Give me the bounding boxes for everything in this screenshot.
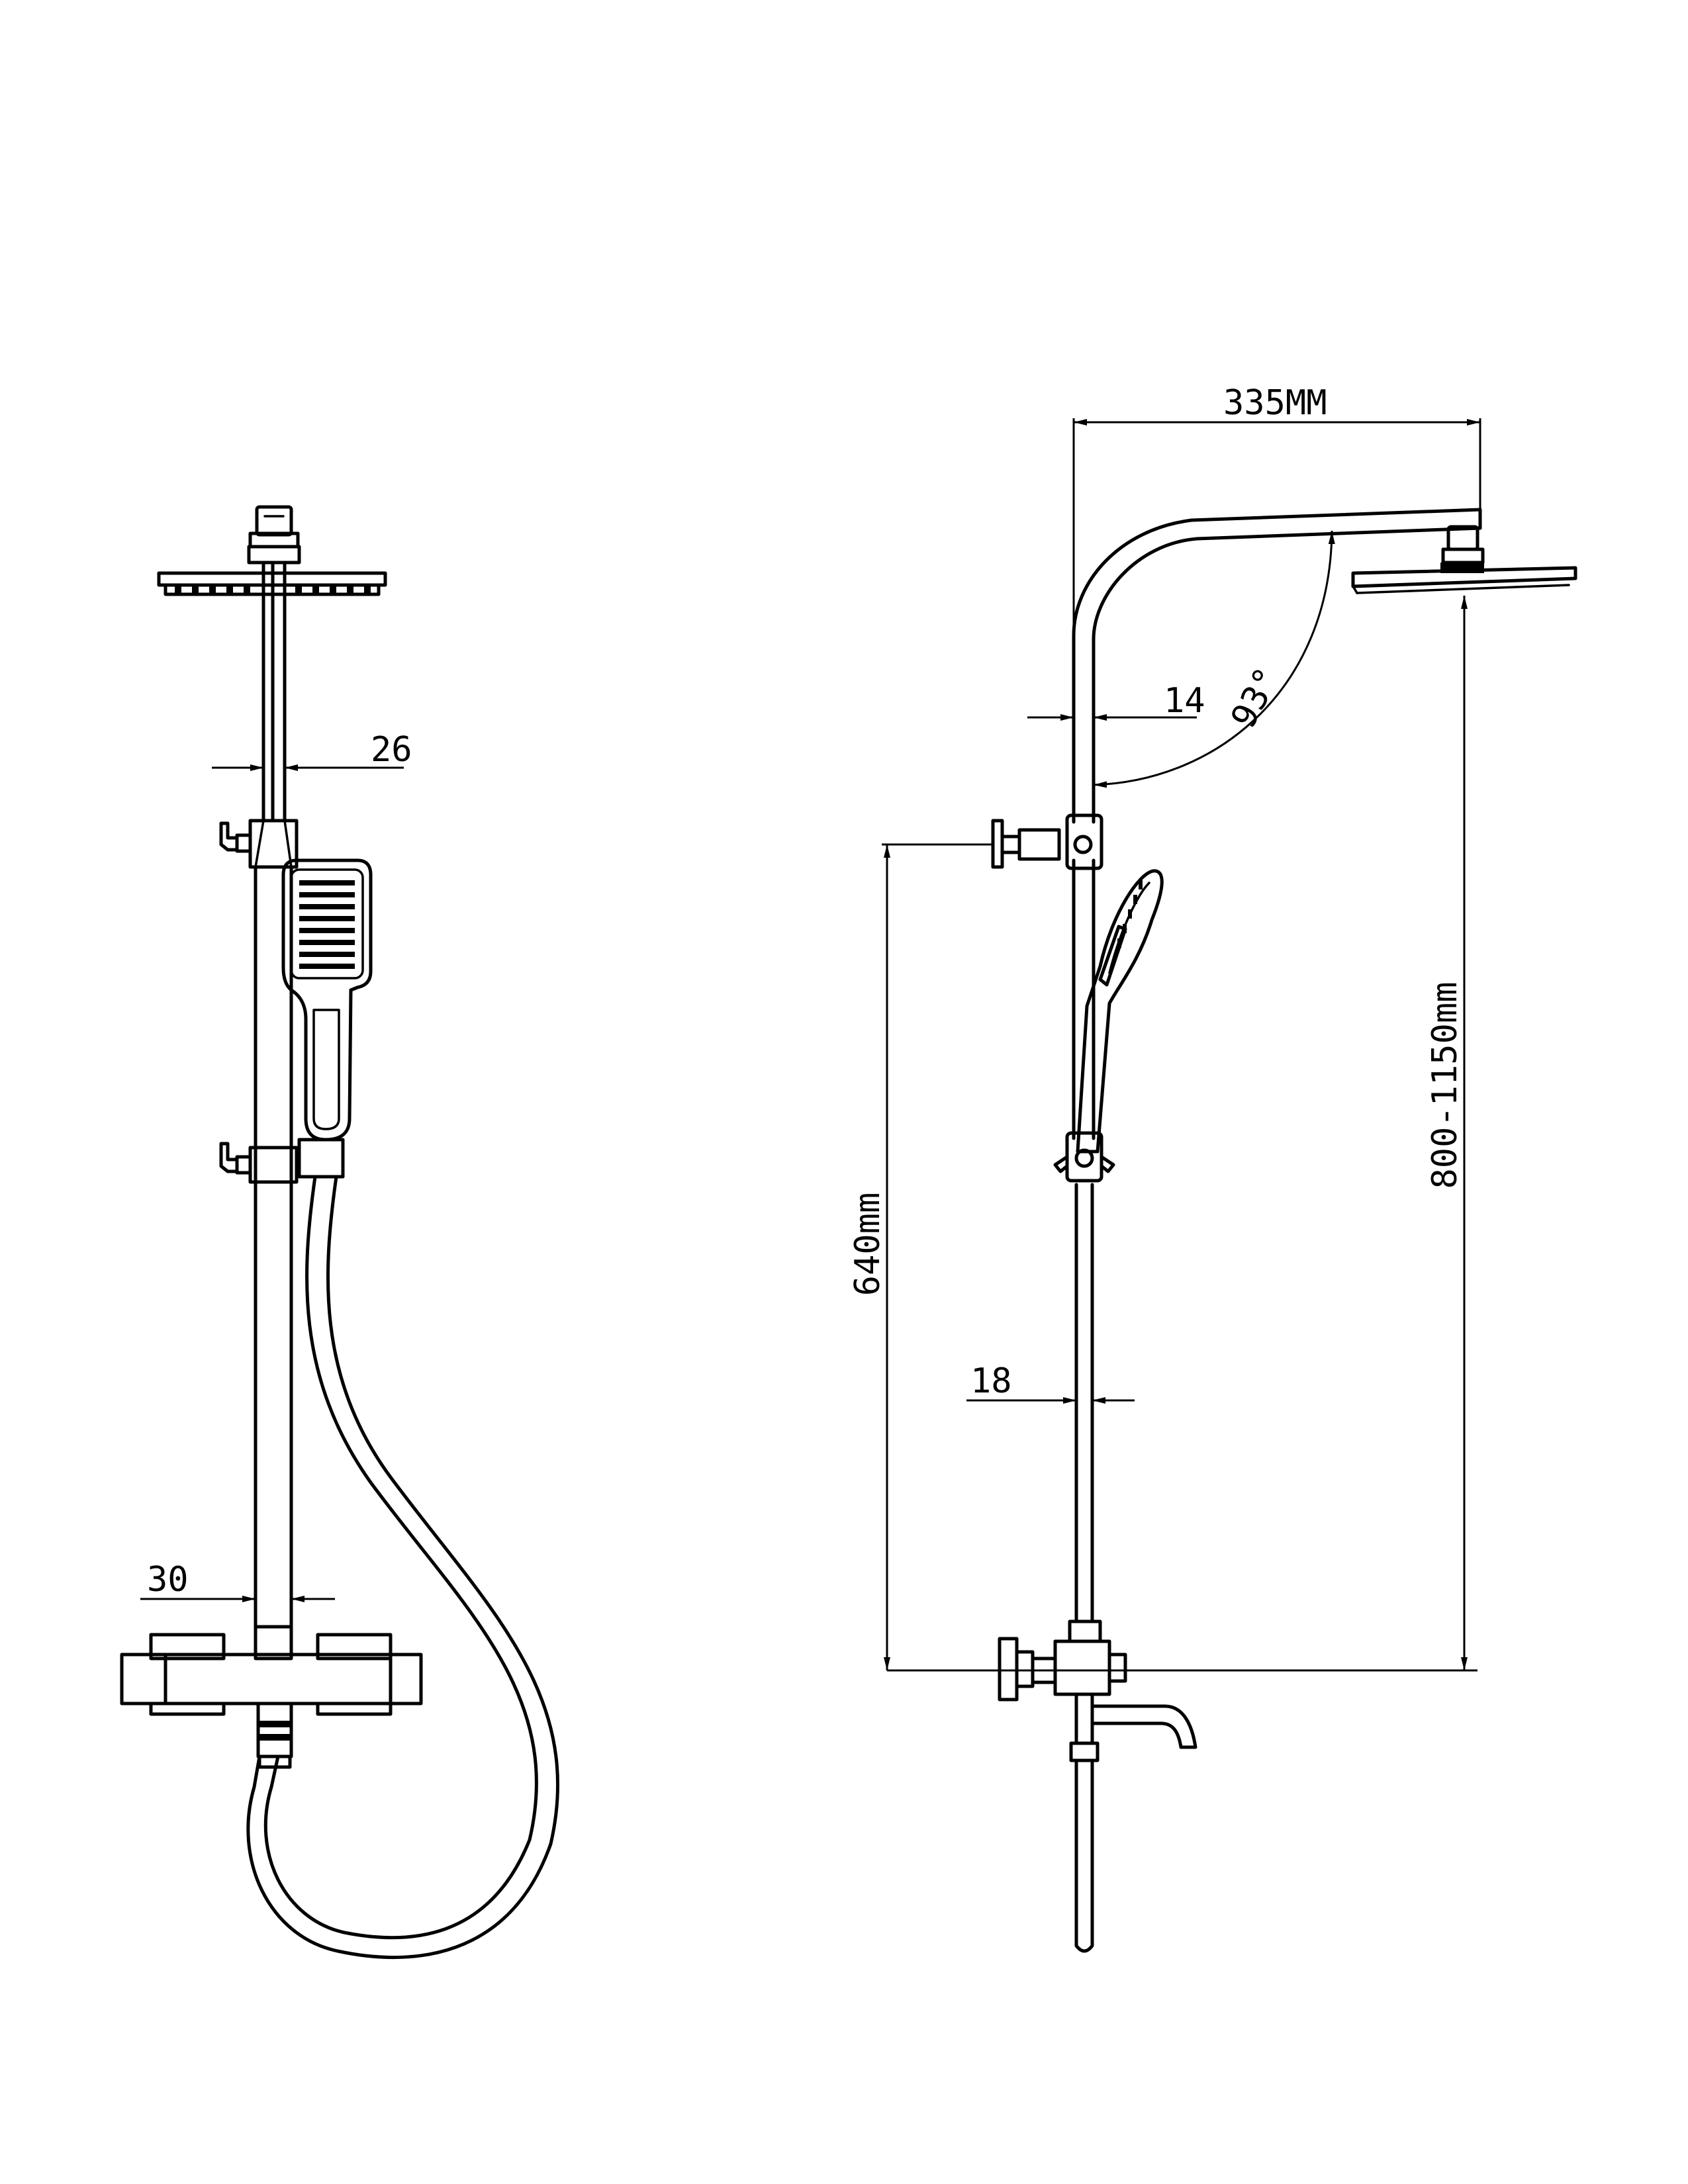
front-upper-bracket bbox=[219, 819, 299, 869]
side-rain-shower-head bbox=[1351, 525, 1577, 594]
side-dim-arm-reach: 335MM bbox=[1072, 383, 1481, 635]
dim-label-335mm: 335MM bbox=[1223, 383, 1327, 423]
dim-label-640mm: 640mm bbox=[848, 1193, 888, 1297]
dim-label-14: 14 bbox=[1164, 681, 1205, 721]
dim-label-18: 18 bbox=[970, 1361, 1012, 1401]
side-wall-bracket bbox=[991, 813, 1103, 870]
dim-label-26: 26 bbox=[371, 730, 412, 770]
front-lower-bracket bbox=[219, 1138, 345, 1184]
front-view: 26 30 bbox=[120, 505, 559, 1960]
side-lower-bracket bbox=[1053, 1131, 1115, 1183]
side-dim-lower-pipe: 18 bbox=[966, 1361, 1135, 1404]
hand-shower-nozzles bbox=[299, 880, 355, 969]
side-view: 335MM 14 93° 18 640mm bbox=[848, 383, 1577, 1953]
side-dim-800-1150mm: 800-1150mm bbox=[887, 596, 1477, 1672]
front-dim-upper-pipe: 26 bbox=[212, 730, 412, 771]
front-hand-shower bbox=[281, 858, 373, 1142]
front-rain-shower-head bbox=[157, 505, 387, 596]
shower-head-nozzles bbox=[175, 586, 371, 594]
dim-label-30: 30 bbox=[147, 1560, 189, 1600]
side-dim-arm-pipe: 14 bbox=[1027, 681, 1205, 721]
dim-label-800-1150mm: 800-1150mm bbox=[1425, 981, 1465, 1189]
dim-label-93-degrees: 93° bbox=[1224, 661, 1288, 735]
side-mixer-body bbox=[998, 1619, 1197, 1953]
front-riser-pipe bbox=[254, 561, 293, 1629]
front-dim-lower-pipe: 30 bbox=[140, 1560, 335, 1602]
side-dim-640mm: 640mm bbox=[848, 843, 993, 1670]
front-mixer-body bbox=[120, 1625, 423, 1769]
side-hand-shower bbox=[1076, 869, 1164, 1154]
front-shower-hose bbox=[246, 1175, 559, 1960]
